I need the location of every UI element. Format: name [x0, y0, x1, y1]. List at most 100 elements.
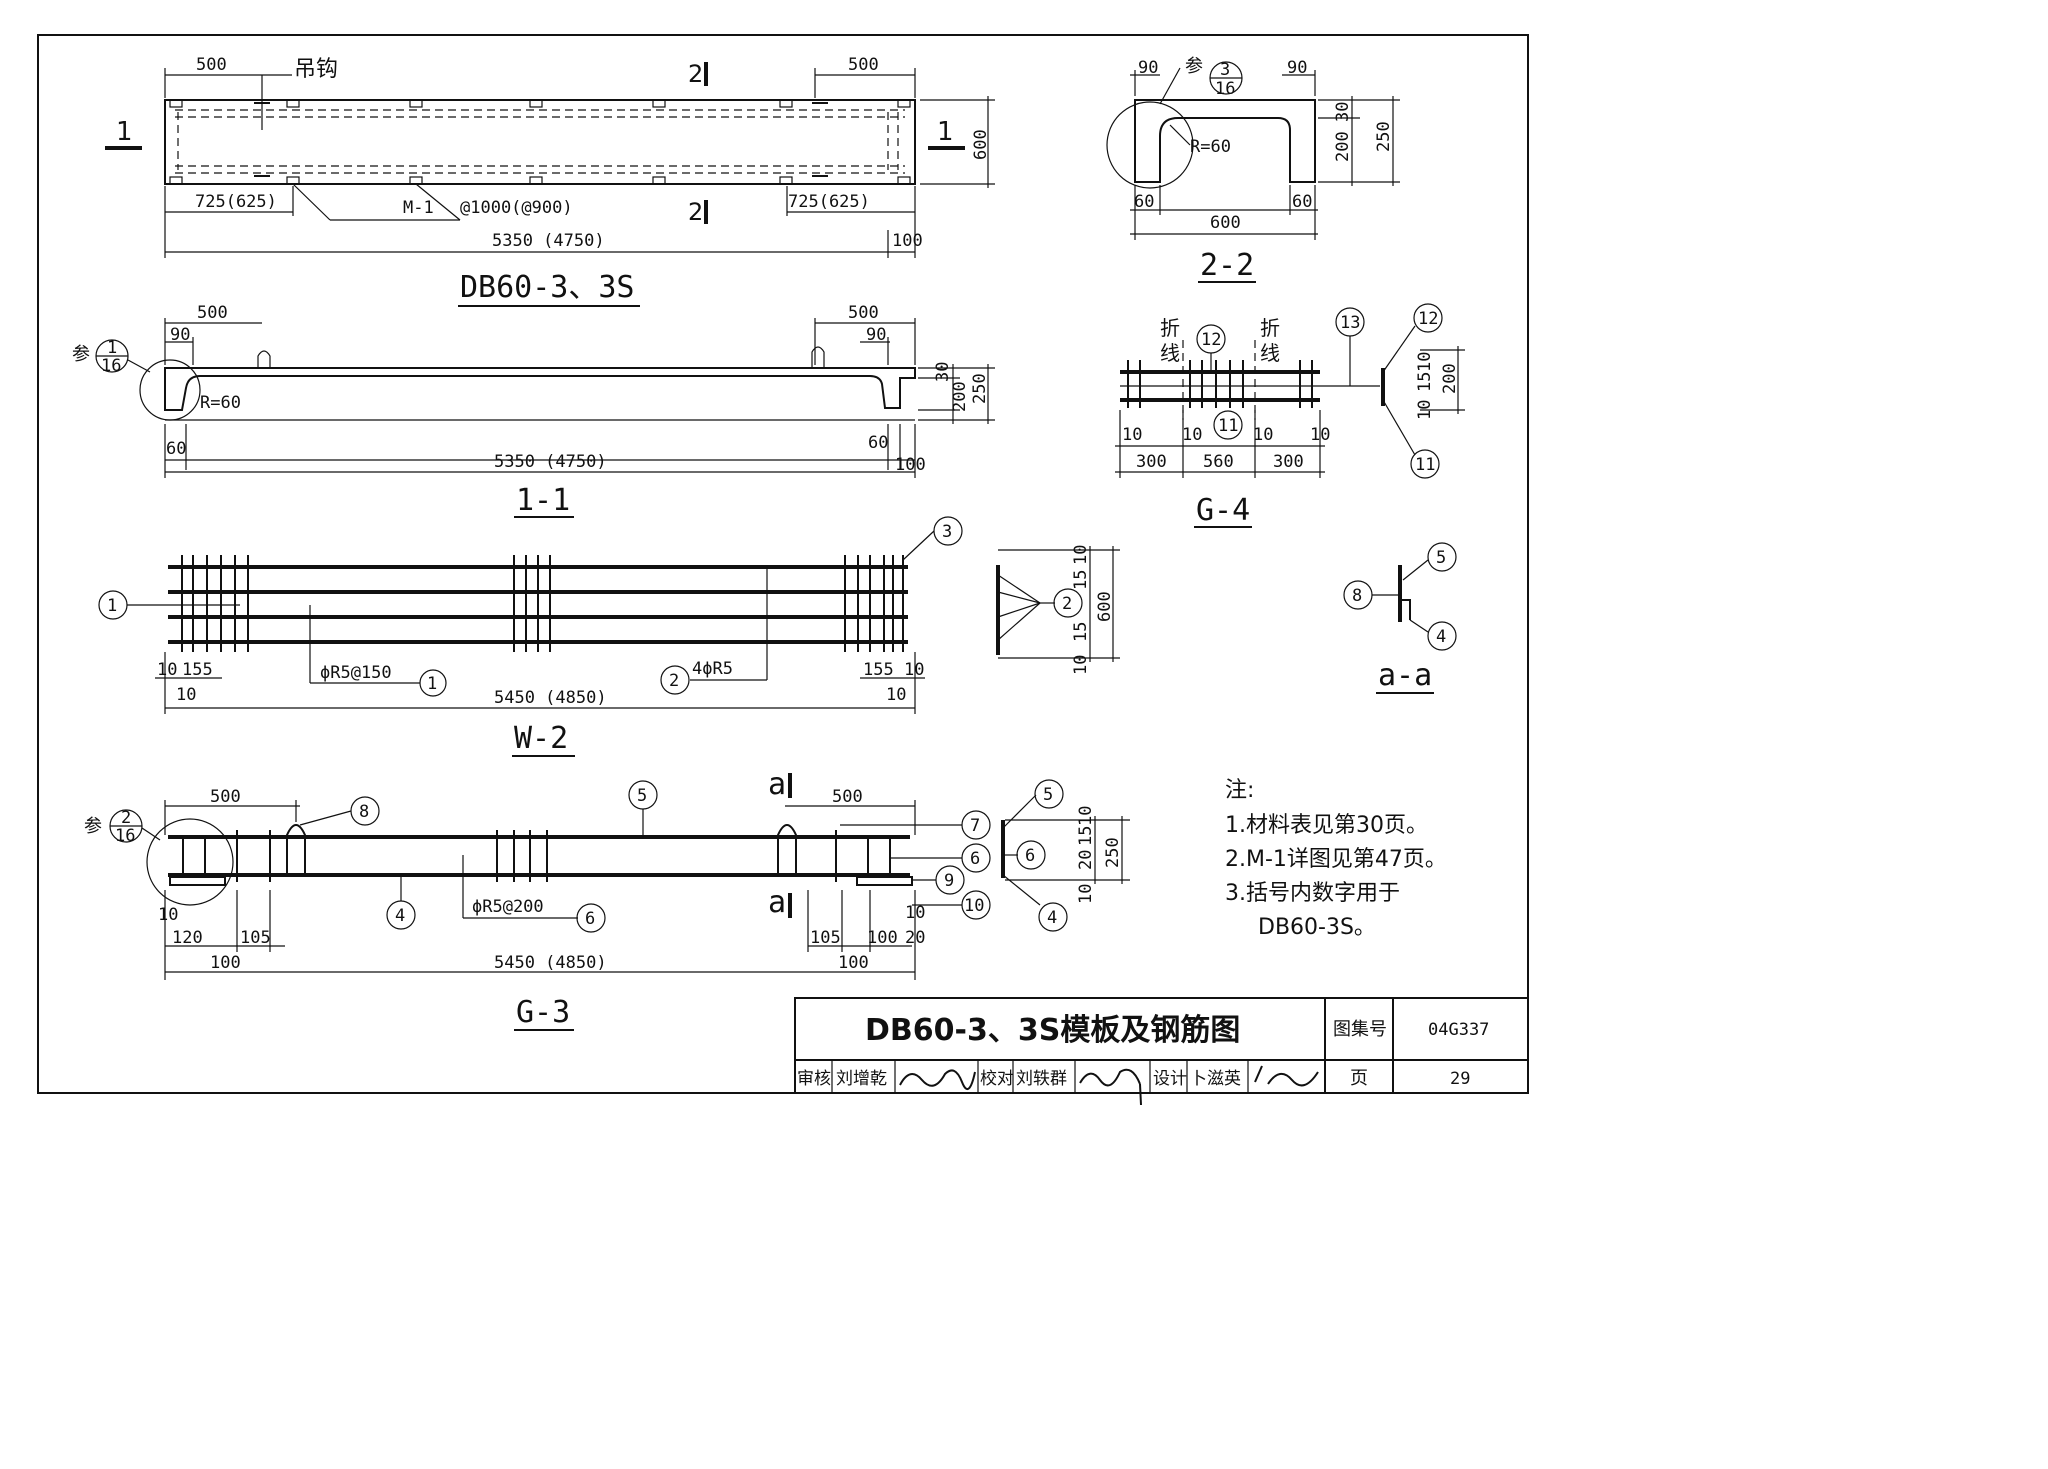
- w2-end-section: 2 10 15 15 10 600: [996, 545, 1120, 675]
- hook-label: 吊钩: [294, 57, 338, 82]
- svg-text:1: 1: [107, 596, 117, 616]
- section-1-1-view: R=60 参 1 16 500 90 500 90 30 200 250: [72, 303, 995, 518]
- svg-text:60: 60: [1292, 192, 1312, 212]
- svg-text:500: 500: [210, 787, 241, 807]
- svg-text:13: 13: [1340, 313, 1360, 333]
- svg-text:15: 15: [1071, 622, 1091, 642]
- g3-view: 参 2 16 a a 8 5 4 ϕR5@200 6 7 6 9: [84, 767, 1130, 1031]
- section-1-1-title: 1-1: [516, 483, 570, 518]
- svg-text:参: 参: [84, 816, 102, 837]
- svg-text:线: 线: [1160, 341, 1180, 365]
- svg-text:R=60: R=60: [200, 393, 241, 413]
- svg-text:105: 105: [810, 928, 841, 948]
- svg-text:500: 500: [197, 303, 228, 323]
- svg-text:11: 11: [1218, 416, 1238, 436]
- svg-text:15: 15: [1076, 826, 1096, 846]
- svg-text:10: 10: [964, 896, 984, 916]
- svg-text:250: 250: [1103, 837, 1123, 868]
- note-3: 3.括号内数字用于: [1225, 881, 1400, 906]
- svg-text:折: 折: [1160, 316, 1180, 340]
- svg-text:10: 10: [1076, 806, 1096, 826]
- w2-distribution-bars: [181, 555, 904, 652]
- w2-title: W-2: [514, 721, 568, 756]
- svg-text:10: 10: [1415, 400, 1435, 420]
- svg-text:600: 600: [1210, 213, 1241, 233]
- notes-heading: 注:: [1225, 778, 1254, 803]
- svg-text:折: 折: [1260, 316, 1280, 340]
- svg-text:3: 3: [1220, 60, 1230, 80]
- svg-text:线: 线: [1260, 341, 1280, 365]
- svg-text:60: 60: [166, 439, 186, 459]
- note-2: 2.M-1详图见第47页。: [1225, 847, 1447, 872]
- svg-text:250: 250: [1374, 121, 1394, 152]
- svg-text:300: 300: [1136, 452, 1167, 472]
- svg-text:90: 90: [170, 325, 190, 345]
- svg-text:ϕR5@150: ϕR5@150: [320, 663, 392, 683]
- check-label: 校对: [980, 1069, 1014, 1089]
- svg-text:200: 200: [1440, 363, 1460, 394]
- svg-text:100: 100: [838, 953, 869, 973]
- title-block: DB60-3、3S模板及钢筋图 图集号 04G337 页 29 审核 刘增乾 校…: [794, 997, 1529, 1106]
- svg-text:2: 2: [121, 808, 131, 828]
- svg-text:6: 6: [585, 909, 595, 929]
- page-label: 页: [1350, 1068, 1368, 1089]
- atlas-number: 04G337: [1428, 1020, 1489, 1040]
- svg-text:60: 60: [1134, 192, 1154, 212]
- svg-text:ϕR5@200: ϕR5@200: [472, 897, 544, 917]
- section-a-a-title: a-a: [1378, 658, 1432, 693]
- svg-text:4ϕR5: 4ϕR5: [692, 659, 733, 679]
- plan-dim-725-right: 725(625): [788, 192, 870, 212]
- drawing-title: DB60-3、3S模板及钢筋图: [865, 1013, 1240, 1048]
- s22-radius: R=60: [1190, 137, 1231, 157]
- svg-text:10: 10: [158, 905, 178, 925]
- note-1: 1.材料表见第30页。: [1225, 813, 1428, 838]
- checker-name: 刘轶群: [1016, 1069, 1067, 1089]
- svg-text:10: 10: [157, 660, 177, 680]
- svg-text:8: 8: [1352, 586, 1362, 606]
- insert-label: M-1: [403, 198, 434, 218]
- signature-checker: [1079, 1068, 1142, 1106]
- svg-text:10: 10: [1071, 655, 1091, 675]
- w2-view: 1 3 ϕR5@150 1 2 4ϕR5 10 155 10 155 10 10…: [98, 516, 1120, 757]
- svg-text:参: 参: [72, 344, 90, 365]
- svg-text:2: 2: [669, 671, 679, 691]
- svg-text:1: 1: [107, 338, 117, 358]
- svg-text:120: 120: [172, 928, 203, 948]
- svg-text:500: 500: [832, 787, 863, 807]
- svg-text:5: 5: [1043, 785, 1053, 805]
- svg-text:15: 15: [1071, 570, 1091, 590]
- g3-end-plate-left: [169, 876, 226, 886]
- svg-text:10: 10: [1415, 352, 1435, 372]
- svg-text:5450 (4850): 5450 (4850): [494, 688, 607, 708]
- section-2-2-view: 参 3 16 R=60 90 90 30 200 250 60 60 600 2…: [1106, 56, 1400, 283]
- svg-text:100: 100: [895, 455, 926, 475]
- svg-text:90: 90: [1287, 58, 1307, 78]
- reviewer-name: 刘增乾: [836, 1069, 887, 1089]
- svg-text:参: 参: [1185, 56, 1203, 77]
- signature-reviewer: [899, 1069, 976, 1091]
- plan-outline: [164, 99, 916, 185]
- svg-text:200: 200: [1333, 131, 1353, 162]
- svg-text:90: 90: [866, 325, 886, 345]
- section-a-a-view: 8 5 4 a-a: [1343, 542, 1457, 694]
- g4-view: 折 线 折 线 12 11 13 12 11 10 15 10 200 10 1…: [1115, 303, 1465, 528]
- plan-view: 吊钩 1 1 2 2 500 500 600 725(625) 725(625)…: [105, 55, 995, 307]
- svg-text:a: a: [768, 767, 786, 802]
- svg-text:5: 5: [637, 786, 647, 806]
- plan-dim-100: 100: [892, 231, 923, 251]
- signature-designer: [1254, 1065, 1319, 1087]
- svg-text:a: a: [768, 885, 786, 920]
- svg-text:90: 90: [1138, 58, 1158, 78]
- svg-text:250: 250: [970, 373, 990, 404]
- g4-title: G-4: [1196, 493, 1250, 528]
- svg-text:20: 20: [1076, 850, 1096, 870]
- svg-text:4: 4: [1436, 627, 1446, 647]
- svg-text:6: 6: [970, 849, 980, 869]
- svg-text:155: 155: [182, 660, 213, 680]
- svg-text:2: 2: [1062, 594, 1072, 614]
- svg-text:300: 300: [1273, 452, 1304, 472]
- g3-end-section: 5 6 4 10 15 20 10 250: [1001, 779, 1130, 932]
- section-2-bottom: 2: [688, 198, 703, 226]
- svg-text:12: 12: [1201, 330, 1221, 350]
- svg-text:30: 30: [1333, 102, 1353, 122]
